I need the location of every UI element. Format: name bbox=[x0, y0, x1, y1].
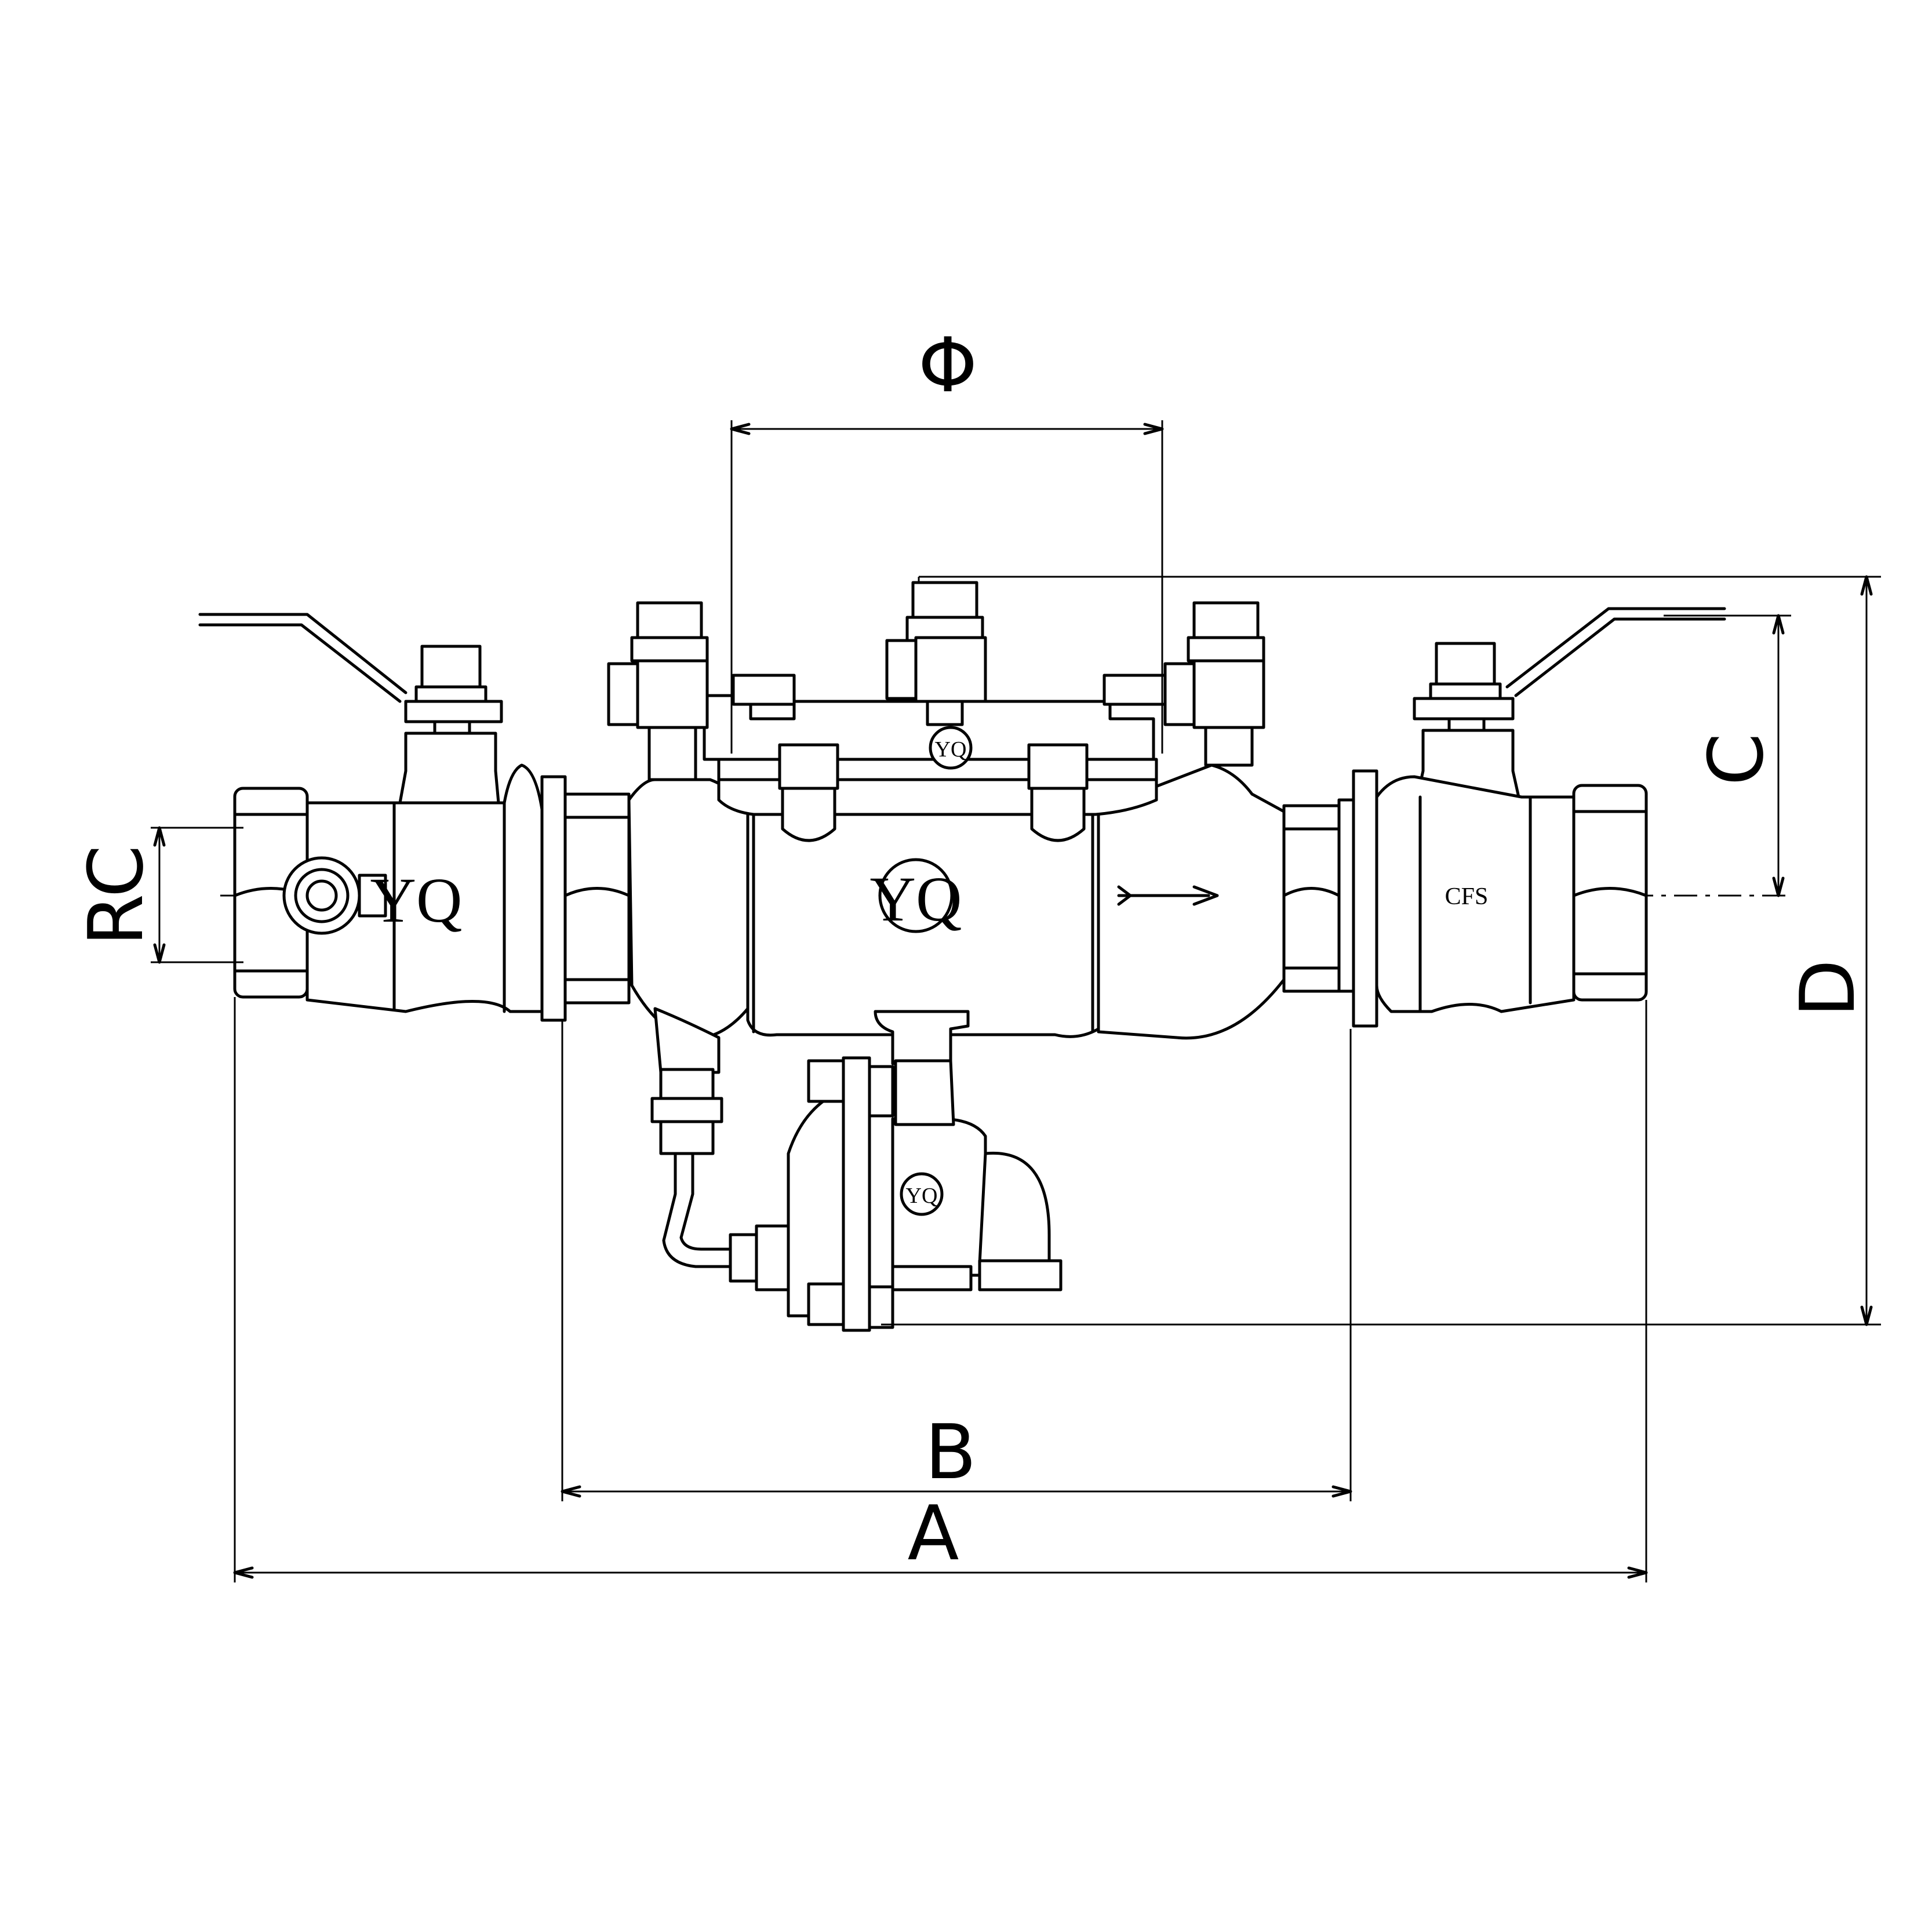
right-hex-nut bbox=[1572, 784, 1648, 1002]
dimension-a: A bbox=[233, 997, 1648, 1582]
right-ball-valve: CFS bbox=[1337, 607, 1726, 1028]
dimension-phi: Φ bbox=[730, 321, 1164, 754]
dimension-phi-label: Φ bbox=[918, 321, 977, 409]
test-cock-3: YQ bbox=[885, 581, 987, 770]
top-check-marking: YQ bbox=[935, 737, 967, 762]
relief-valve-marking: YQ bbox=[906, 1184, 938, 1208]
right-valve-handle bbox=[1505, 607, 1726, 697]
dimension-rc-label: RC bbox=[72, 845, 160, 947]
right-valve-marking: CFS bbox=[1445, 883, 1489, 910]
test-cock-4 bbox=[1103, 674, 1167, 706]
left-flange bbox=[540, 775, 567, 1022]
dimension-b: B bbox=[561, 1020, 1352, 1501]
flow-arrow-icon bbox=[1117, 885, 1219, 906]
relief-logo-ring bbox=[900, 1172, 944, 1216]
dimension-d: D bbox=[881, 575, 1881, 1326]
main-body-marking: YQ bbox=[870, 864, 962, 934]
top-check-logo-ring bbox=[929, 726, 973, 770]
dimension-a-label: A bbox=[908, 1489, 959, 1577]
test-cock-1 bbox=[607, 601, 709, 781]
dimension-rc: RC bbox=[72, 826, 243, 964]
main-body: YQ bbox=[627, 694, 1341, 1040]
dimension-b-label: B bbox=[925, 1408, 976, 1496]
left-ball-valve: YQ bbox=[198, 613, 631, 1022]
test-cock-5 bbox=[1163, 601, 1265, 767]
left-valve-marking: YQ bbox=[370, 865, 463, 936]
test-cock-2 bbox=[732, 674, 796, 706]
dimension-d-label: D bbox=[1784, 959, 1872, 1017]
left-valve-handle bbox=[198, 613, 407, 703]
right-flange bbox=[1352, 769, 1378, 1028]
main-logo-ring bbox=[878, 858, 954, 933]
relief-valve: YQ bbox=[650, 1007, 1063, 1332]
dimension-c-label: C bbox=[1692, 733, 1780, 786]
dimension-c: C bbox=[1664, 614, 1791, 897]
